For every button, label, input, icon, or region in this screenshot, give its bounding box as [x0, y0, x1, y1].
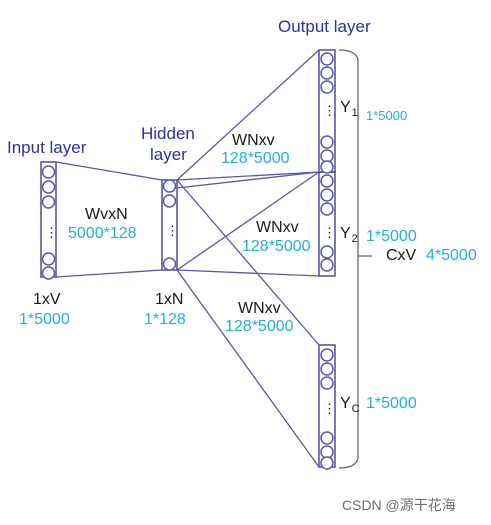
input-node	[41, 266, 56, 280]
yc-size: 1*5000	[366, 395, 417, 412]
y2-label: Y2	[340, 225, 358, 245]
input-node	[41, 195, 56, 209]
output-node-y1	[320, 160, 334, 174]
input-layer-title: Input layer	[7, 138, 87, 157]
output-node-y2	[320, 202, 334, 216]
input-node	[41, 180, 56, 194]
hidden-to-y1-bottom	[176, 171, 320, 181]
weight-hidden-out-1-label: WNxv	[232, 132, 275, 149]
hidden-to-y1-top	[176, 49, 320, 181]
y1-size: 1*5000	[366, 108, 408, 123]
hidden-to-y1-cross	[176, 171, 320, 271]
input-to-hidden-bottom	[55, 269, 163, 278]
output-node-yc	[320, 376, 334, 390]
weight-input-hidden-size: 5000*128	[68, 225, 137, 242]
cxv-label: CxV	[386, 247, 417, 264]
hidden-to-yc-bottom	[176, 269, 320, 468]
yc-label: YC	[340, 395, 360, 415]
connection-lines	[55, 49, 320, 468]
hidden-layer-title-line1: Hidden	[141, 124, 195, 143]
output-node-yc	[320, 362, 334, 376]
output-node-y2	[320, 174, 334, 188]
output-node-y1	[320, 80, 334, 94]
hidden-ellipsis: ⋮	[166, 223, 179, 238]
output-node-yc	[320, 431, 334, 445]
output-node-y1	[320, 135, 334, 149]
y2-size: 1*5000	[366, 228, 417, 245]
input-dim-label: 1xV	[33, 291, 61, 308]
hidden-node	[162, 194, 177, 208]
hidden-to-yc-top	[176, 179, 320, 346]
cxv-size: 4*5000	[426, 247, 477, 264]
watermark: CSDN @源干花海	[342, 497, 456, 513]
hidden-to-y2-top	[176, 171, 320, 189]
nodes	[41, 52, 334, 470]
output-node-yc	[320, 445, 334, 459]
weight-hidden-out-3-label: WNxv	[238, 300, 281, 317]
hidden-to-y2-bottom	[176, 269, 320, 277]
hidden-layer-title-line2: layer	[150, 145, 187, 164]
hidden-node	[162, 257, 177, 271]
output-node-y1	[320, 149, 334, 163]
output-node-y1	[320, 66, 334, 80]
hidden-dim-size: 1*128	[144, 311, 186, 328]
yc-ellipsis: ⋮	[323, 401, 336, 416]
hidden-node	[162, 179, 177, 193]
output-node-y1	[320, 52, 334, 66]
input-ellipsis: ⋮	[45, 225, 58, 240]
output-layer-title: Output layer	[278, 17, 371, 36]
output-node-y2	[320, 258, 334, 272]
input-node	[41, 252, 56, 266]
weight-hidden-out-2-size: 128*5000	[242, 238, 311, 255]
y1-label: Y1	[340, 99, 358, 119]
weight-hidden-out-1-size: 128*5000	[221, 150, 290, 167]
weight-input-hidden-label: WvxN	[85, 206, 128, 223]
output-node-yc	[320, 456, 334, 470]
output-node-y2	[320, 188, 334, 202]
output-bracket	[338, 49, 372, 469]
output-node-yc	[320, 348, 334, 362]
weight-hidden-out-3-size: 128*5000	[225, 318, 294, 335]
y2-ellipsis: ⋮	[323, 225, 336, 240]
input-dim-size: 1*5000	[19, 311, 70, 328]
weight-hidden-out-2-label: WNxv	[256, 219, 299, 236]
output-node-y2	[320, 245, 334, 259]
hidden-dim-label: 1xN	[155, 291, 184, 308]
y1-ellipsis: ⋮	[323, 103, 336, 118]
input-to-hidden-top	[55, 161, 163, 181]
input-node	[41, 165, 56, 179]
